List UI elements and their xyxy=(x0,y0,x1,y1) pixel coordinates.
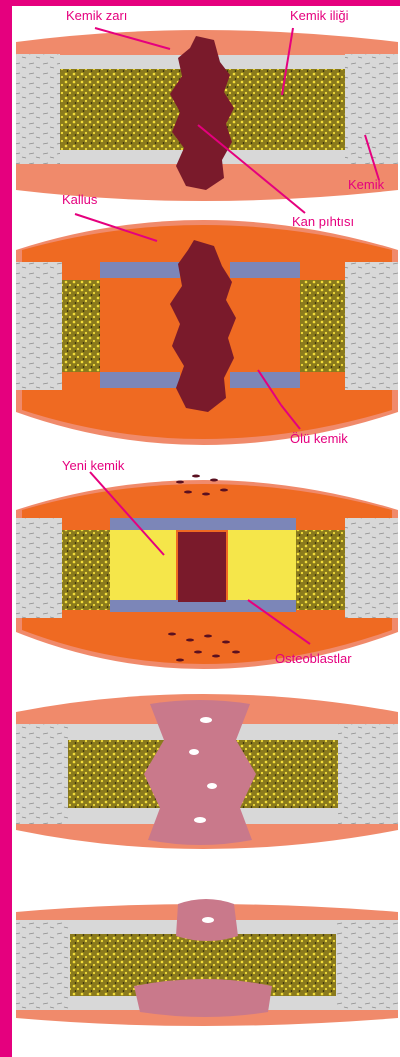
dead-bone-bottom-left xyxy=(100,372,180,388)
bone-left xyxy=(16,518,62,618)
label-kan-pihtisi: Kan pıhtısı xyxy=(292,214,354,229)
stage-2-callus xyxy=(16,220,398,445)
healing-tissue xyxy=(144,700,256,845)
dead-bone-top-left xyxy=(100,262,180,278)
dead-bone-top-right xyxy=(230,262,300,278)
bone-left xyxy=(16,724,68,824)
new-bone-right xyxy=(228,530,296,600)
label-olu-kemik: Ölü kemik xyxy=(290,431,348,446)
label-kemik-zari: Kemik zarı xyxy=(66,8,127,23)
label-kallus: Kallus xyxy=(62,192,98,207)
stage-1-fracture-hematoma xyxy=(16,30,398,201)
stage-5-healed xyxy=(16,899,398,1026)
stage-4-remodeling xyxy=(16,694,398,849)
bone-right xyxy=(336,920,398,1010)
label-osteoblastlar: Osteoblastlar xyxy=(275,651,352,666)
marrow-left xyxy=(62,280,100,372)
blood-clot xyxy=(178,532,226,602)
label-yeni-kemik: Yeni kemik xyxy=(62,458,125,473)
bone-right xyxy=(345,518,398,618)
label-kemik: Kemik xyxy=(348,177,385,192)
bone-left xyxy=(16,262,62,390)
bone-right xyxy=(345,262,398,390)
dead-bone-top xyxy=(110,518,296,530)
cavity-hole xyxy=(202,917,214,923)
label-kemik-iligi: Kemik iliği xyxy=(290,8,349,23)
stage-3-new-bone xyxy=(16,475,398,670)
new-bone-left xyxy=(110,530,176,600)
healing-tissue-bottom xyxy=(134,979,272,1017)
bone-left xyxy=(16,920,70,1010)
marrow-right xyxy=(300,280,345,372)
marrow-left xyxy=(62,530,110,610)
bone-left xyxy=(16,54,60,164)
marrow-right xyxy=(296,530,345,610)
bone-right xyxy=(345,54,398,164)
bone-right xyxy=(338,724,398,824)
